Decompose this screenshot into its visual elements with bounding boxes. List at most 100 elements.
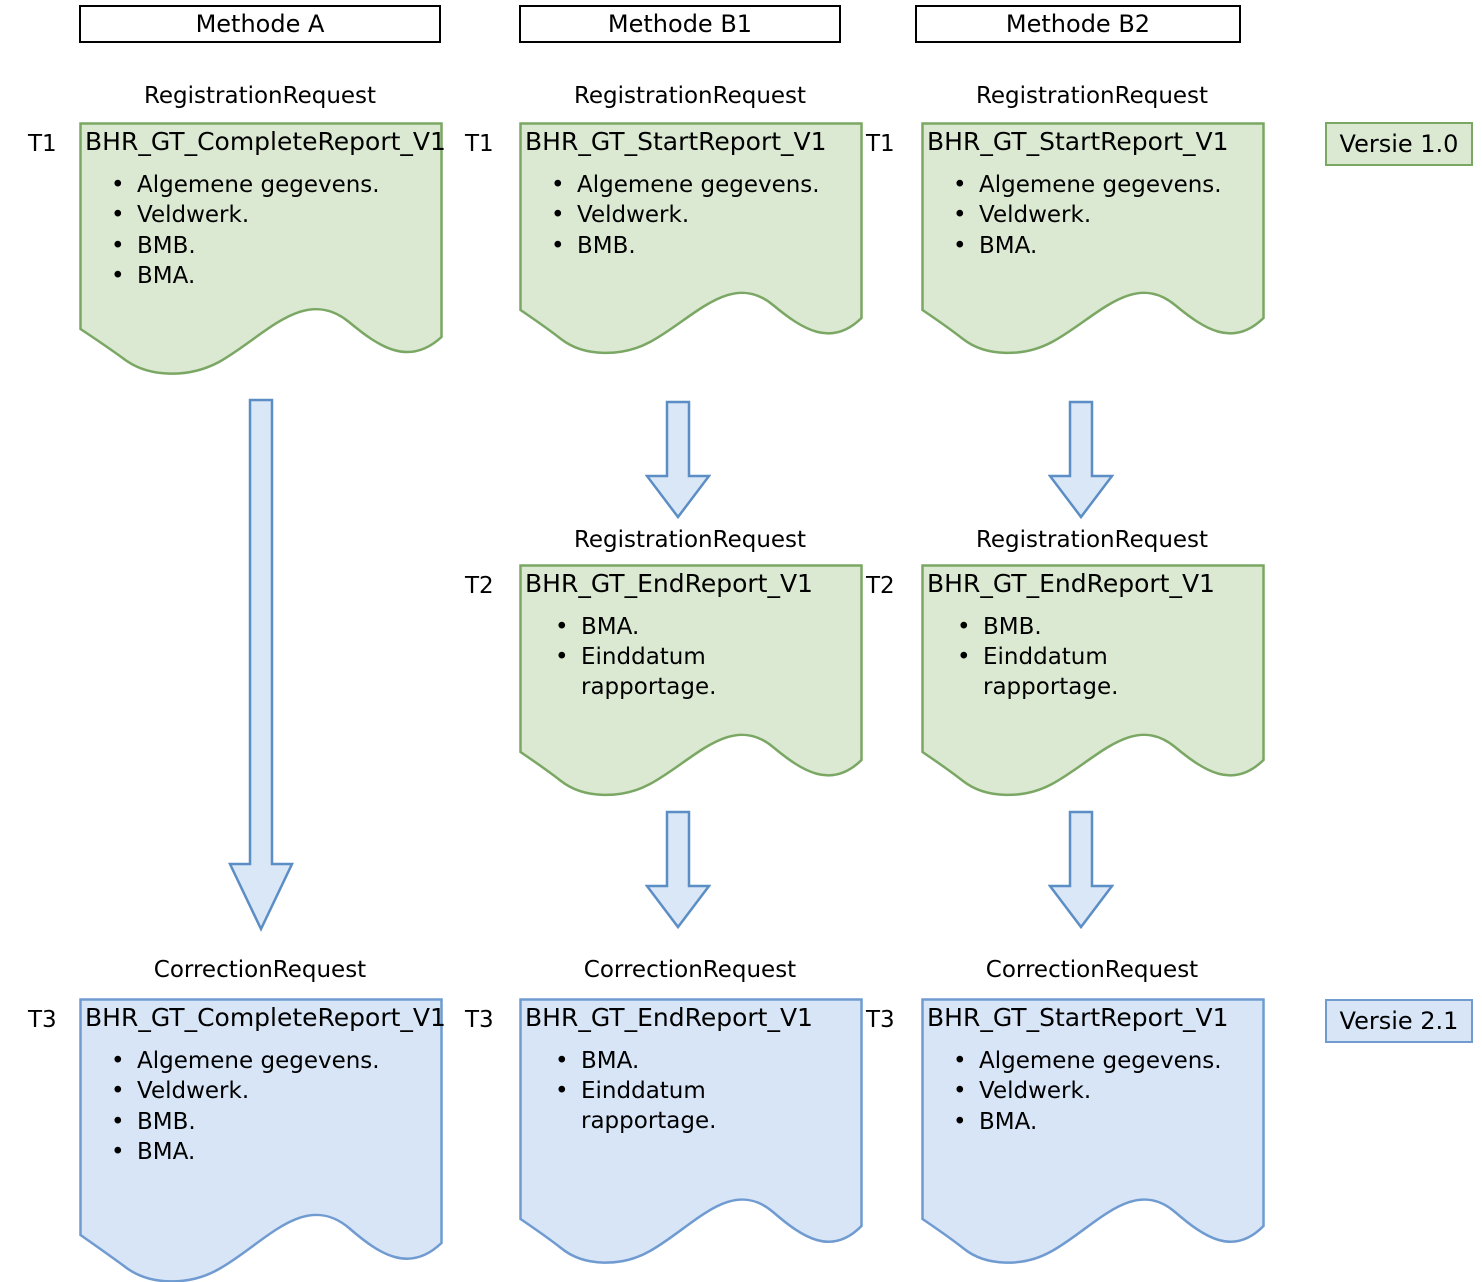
list-item: •BMB. xyxy=(111,1108,439,1137)
list-item: •BMA. xyxy=(555,1047,859,1076)
document-a-t3-title: BHR_GT_CompleteReport_V1 xyxy=(85,1003,446,1032)
document-b2-t2-body: BHR_GT_EndReport_V1 •BMB. •Einddatum rap… xyxy=(921,564,1265,703)
method-header-b2: Methode B2 xyxy=(915,5,1241,43)
list-item: •Veldwerk. xyxy=(111,1077,439,1106)
bullet-icon: • xyxy=(957,644,971,671)
bullet-icon: • xyxy=(111,171,125,198)
caption-a-t3-text: CorrectionRequest xyxy=(153,957,367,983)
flow-arrow-a-t1-t3 xyxy=(228,398,294,932)
document-shape-green xyxy=(519,122,863,355)
time-label-a-t3: T3 xyxy=(28,1007,57,1033)
bullet-icon: • xyxy=(111,1108,125,1135)
list-item: •Algemene gegevens. xyxy=(953,1047,1261,1076)
document-b1-t1[interactable]: BHR_GT_StartReport_V1 •Algemene gegevens… xyxy=(519,122,863,355)
method-header-a-label: Methode A xyxy=(195,10,325,38)
caption-b2-t3: CorrectionRequest xyxy=(921,957,1263,983)
bullet-icon: • xyxy=(111,202,125,229)
bullet-icon: • xyxy=(551,232,565,259)
document-b1-t3[interactable]: BHR_GT_EndReport_V1 •BMA. •Einddatum rap… xyxy=(519,998,863,1264)
document-b2-t3[interactable]: BHR_GT_StartReport_V1 •Algemene gegevens… xyxy=(921,998,1265,1264)
document-b2-t2-list: •BMB. •Einddatum rapportage. xyxy=(927,613,1261,702)
caption-b1-t1-text: RegistrationRequest xyxy=(573,83,807,109)
bullet-icon: • xyxy=(111,1078,125,1105)
time-label-b2-t3: T3 xyxy=(866,1007,895,1033)
bullet-icon: • xyxy=(555,613,569,640)
list-item: •BMA. xyxy=(111,262,439,291)
bullet-icon: • xyxy=(111,1047,125,1074)
bullet-icon: • xyxy=(953,232,967,259)
caption-b1-t3: CorrectionRequest xyxy=(519,957,861,983)
bullet-icon: • xyxy=(555,1047,569,1074)
arrow-down-icon xyxy=(1048,810,1114,930)
document-b2-t3-list: •Algemene gegevens. •Veldwerk. •BMA. xyxy=(927,1047,1261,1137)
document-a-t1[interactable]: BHR_GT_CompleteReport_V1 •Algemene gegev… xyxy=(79,122,446,375)
list-item: •BMA. xyxy=(111,1138,439,1167)
list-item: •Algemene gegevens. xyxy=(111,1047,439,1076)
arrow-down-icon xyxy=(228,398,294,932)
document-b2-t3-body: BHR_GT_StartReport_V1 •Algemene gegevens… xyxy=(921,998,1265,1138)
legend-versie-2-1-label: Versie 2.1 xyxy=(1339,1007,1459,1035)
caption-a-t1-text: RegistrationRequest xyxy=(143,83,377,109)
document-b2-t2-title: BHR_GT_EndReport_V1 xyxy=(927,569,1215,598)
legend-versie-1-0: Versie 1.0 xyxy=(1325,122,1473,166)
caption-b1-t3-text: CorrectionRequest xyxy=(583,957,797,983)
document-shape-blue xyxy=(921,998,1265,1264)
time-label-b1-t2: T2 xyxy=(465,573,494,599)
method-header-b1-label: Methode B1 xyxy=(607,10,753,38)
bullet-icon: • xyxy=(953,1108,967,1135)
document-shape-blue xyxy=(79,998,443,1282)
list-item: •BMA. xyxy=(555,613,859,642)
document-a-t1-title: BHR_GT_CompleteReport_V1 xyxy=(85,127,446,156)
document-a-t1-list: •Algemene gegevens. •Veldwerk. •BMB. •BM… xyxy=(85,171,439,292)
caption-b2-t2: RegistrationRequest xyxy=(921,527,1263,553)
list-item: •Einddatum rapportage. xyxy=(957,644,1119,700)
caption-b2-t1: RegistrationRequest xyxy=(921,83,1263,109)
bullet-icon: • xyxy=(953,1047,967,1074)
time-label-b2-t2: T2 xyxy=(866,573,895,599)
document-b1-t1-list: •Algemene gegevens. •Veldwerk. •BMB. xyxy=(525,171,859,261)
document-b2-t2[interactable]: BHR_GT_EndReport_V1 •BMB. •Einddatum rap… xyxy=(921,564,1265,797)
method-header-b2-label: Methode B2 xyxy=(1005,10,1151,38)
bullet-icon: • xyxy=(957,613,971,640)
document-shape-blue xyxy=(519,998,863,1264)
method-header-b1: Methode B1 xyxy=(519,5,841,43)
bullet-icon: • xyxy=(111,1139,125,1166)
document-b1-t2-list: •BMA. •Einddatum rapportage. xyxy=(525,613,859,702)
list-item: •Algemene gegevens. xyxy=(551,171,859,200)
time-label-b1-t1: T1 xyxy=(465,131,494,157)
time-label-b1-t3: T3 xyxy=(465,1007,494,1033)
caption-b2-t1-text: RegistrationRequest xyxy=(975,83,1209,109)
arrow-down-icon xyxy=(645,810,711,930)
list-item: •Veldwerk. xyxy=(111,201,439,230)
list-item: •Einddatum rapportage. xyxy=(555,1078,717,1134)
bullet-icon: • xyxy=(551,171,565,198)
document-b2-t3-title: BHR_GT_StartReport_V1 xyxy=(927,1003,1229,1032)
list-item: •BMA. xyxy=(953,232,1261,261)
list-item: •Algemene gegevens. xyxy=(111,171,439,200)
flow-arrow-b2-t2-t3 xyxy=(1048,810,1114,930)
list-item: •BMB. xyxy=(111,232,439,261)
document-b1-t2[interactable]: BHR_GT_EndReport_V1 •BMA. •Einddatum rap… xyxy=(519,564,863,797)
list-item: •BMB. xyxy=(551,232,859,261)
document-a-t3-list: •Algemene gegevens. •Veldwerk. •BMB. •BM… xyxy=(85,1047,439,1168)
caption-a-t3: CorrectionRequest xyxy=(79,957,441,983)
flow-arrow-b1-t1-t2 xyxy=(645,400,711,520)
document-shape-green xyxy=(79,122,443,375)
list-item: •Veldwerk. xyxy=(953,201,1261,230)
flow-arrow-b2-t1-t2 xyxy=(1048,400,1114,520)
bullet-icon: • xyxy=(953,171,967,198)
document-b2-t1[interactable]: BHR_GT_StartReport_V1 •Algemene gegevens… xyxy=(921,122,1265,355)
caption-a-t1: RegistrationRequest xyxy=(79,83,441,109)
list-item: •Einddatum rapportage. xyxy=(555,644,717,700)
list-item: •BMB. xyxy=(957,613,1261,642)
document-b1-t3-body: BHR_GT_EndReport_V1 •BMA. •Einddatum rap… xyxy=(519,998,863,1137)
method-header-a: Methode A xyxy=(79,5,441,43)
caption-b1-t1: RegistrationRequest xyxy=(519,83,861,109)
document-shape-green xyxy=(921,122,1265,355)
bullet-icon: • xyxy=(111,263,125,290)
document-shape-green xyxy=(921,564,1265,797)
document-b1-t2-body: BHR_GT_EndReport_V1 •BMA. •Einddatum rap… xyxy=(519,564,863,703)
document-b2-t1-body: BHR_GT_StartReport_V1 •Algemene gegevens… xyxy=(921,122,1265,262)
document-a-t3[interactable]: BHR_GT_CompleteReport_V1 •Algemene gegev… xyxy=(79,998,446,1282)
